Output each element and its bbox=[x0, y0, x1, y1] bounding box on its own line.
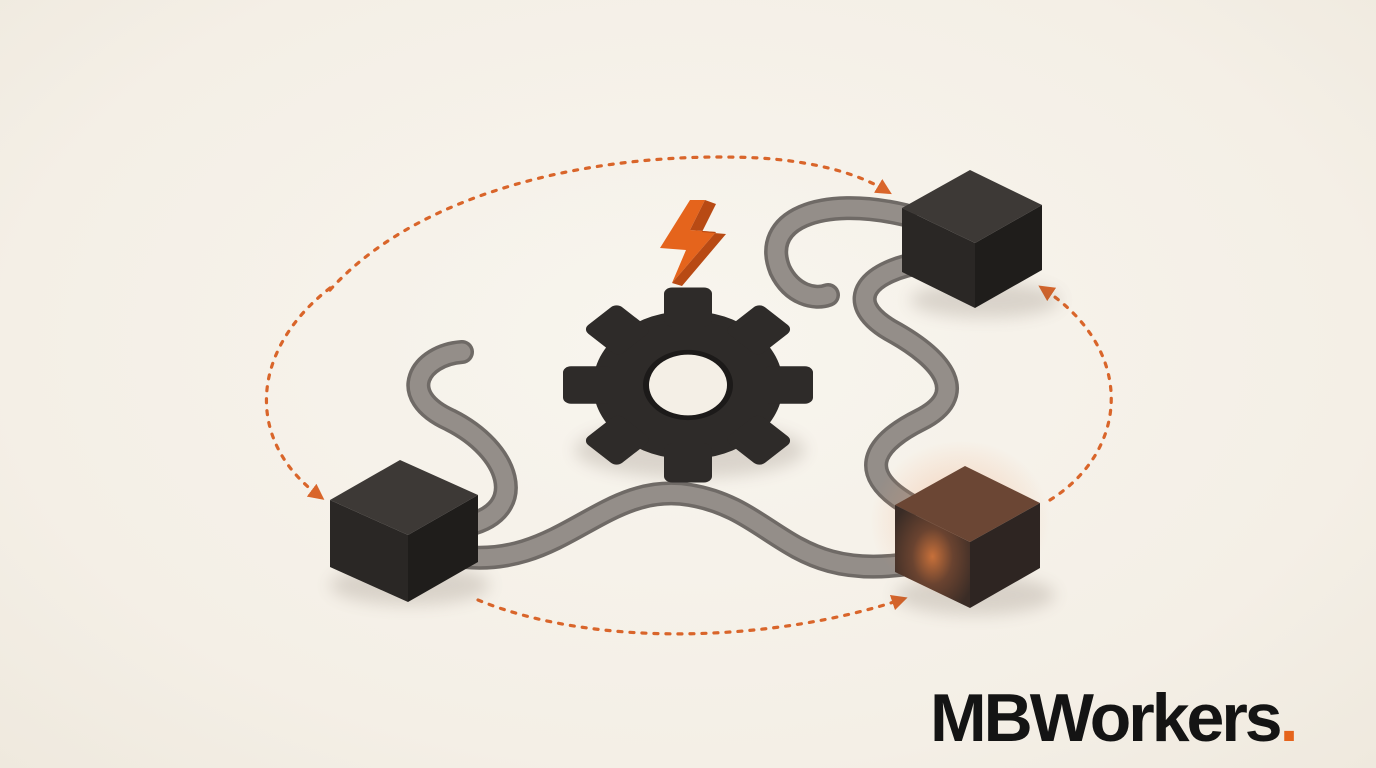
orbit-arc-left bbox=[264, 286, 332, 500]
cube-icon-left bbox=[330, 460, 478, 602]
brand-dot: . bbox=[1279, 680, 1299, 756]
lightning-bolt-icon bbox=[660, 200, 726, 286]
orbit-arrows bbox=[264, 155, 1113, 636]
cube-icon-active bbox=[870, 440, 1050, 608]
cube-icon-top-right bbox=[902, 170, 1042, 308]
brand-logo: MBWorkers. bbox=[930, 680, 1299, 756]
brand-name: MBWorkers bbox=[930, 680, 1283, 756]
orbit-arc-bottom bbox=[476, 594, 908, 636]
pipes bbox=[406, 196, 959, 579]
orbit-arc-top bbox=[328, 155, 892, 292]
gear-icon bbox=[563, 287, 813, 483]
orbit-arc-right bbox=[1038, 285, 1113, 502]
